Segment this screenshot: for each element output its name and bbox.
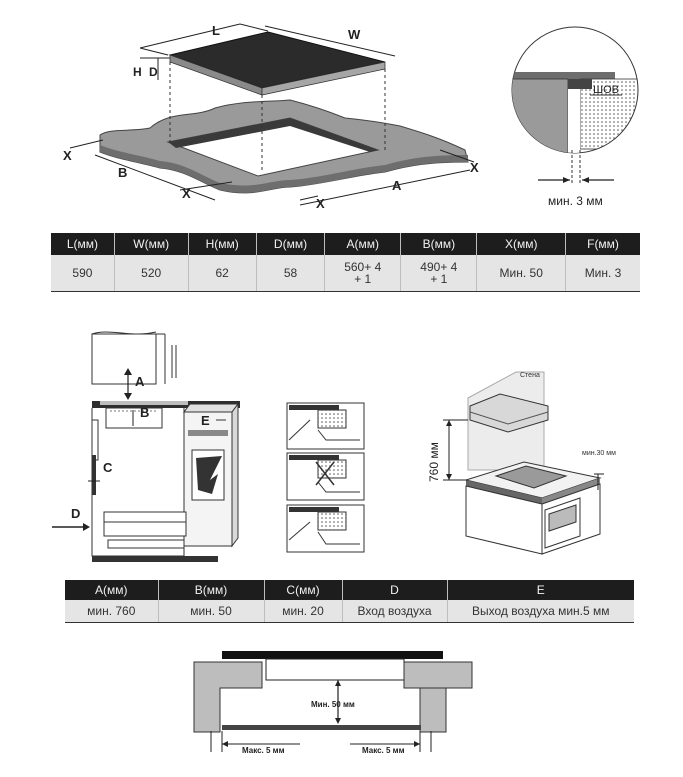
hob-glass — [222, 651, 443, 659]
header-X: X(мм) — [476, 233, 567, 255]
dim-X-left: X — [63, 148, 72, 163]
header-E: E — [447, 580, 634, 600]
hood — [469, 393, 549, 433]
side-gap-label: мин.30 мм — [582, 450, 616, 457]
header-F: F(мм) — [565, 233, 640, 255]
header-B: B(мм) — [158, 580, 265, 600]
hob-body — [265, 658, 405, 681]
value-E: Выход воздуха мин.5 мм — [447, 600, 634, 623]
header-C: C(мм) — [264, 580, 343, 600]
table-header-row: A(мм) B(мм) C(мм) D E — [65, 580, 634, 600]
label-C: C — [103, 460, 113, 475]
value-A: мин. 760 — [65, 600, 159, 623]
value-D: 58 — [256, 255, 326, 292]
max-gap-right: Макс. 5 мм — [362, 746, 405, 755]
label-A: A — [135, 374, 145, 389]
seam-label: ШОВ — [593, 84, 619, 96]
value-L: 590 — [51, 255, 115, 292]
vent-panel-1 — [286, 402, 365, 450]
upper-cabinet — [91, 333, 157, 385]
value-H: 62 — [188, 255, 257, 292]
header-A: A(мм) — [65, 580, 159, 600]
bottom-shelf — [222, 725, 421, 730]
label-D: D — [71, 506, 80, 521]
value-A: 560+ 4 + 1 — [324, 255, 402, 292]
height-label: 760 мм — [427, 442, 441, 482]
dim-W: W — [348, 27, 361, 42]
vent-panel-3 — [286, 504, 365, 553]
dimensions-table: L(мм) W(мм) H(мм) D(мм) A(мм) B(мм) X(мм… — [51, 233, 640, 292]
gap-label: мин. 3 мм — [548, 194, 603, 208]
table-row: 590 520 62 58 560+ 4 + 1 490+ 4 + 1 Мин.… — [51, 255, 640, 292]
installation-table: A(мм) B(мм) C(мм) D E мин. 760 мин. 50 м… — [65, 580, 634, 623]
label-B: B — [140, 405, 149, 420]
value-W: 520 — [114, 255, 189, 292]
header-A: A(мм) — [324, 233, 402, 255]
value-F: Мин. 3 — [565, 255, 640, 292]
value-B: мин. 50 — [158, 600, 265, 623]
vent-panel-2 — [286, 452, 365, 501]
label-E: E — [201, 413, 210, 428]
value-B: 490+ 4 + 1 — [400, 255, 478, 292]
dim-D: D — [149, 65, 158, 79]
table-header-row: L(мм) W(мм) H(мм) D(мм) A(мм) B(мм) X(мм… — [51, 233, 640, 255]
worktop-left — [193, 661, 263, 733]
min-gap-label: Мин. 50 мм — [311, 700, 355, 709]
header-W: W(мм) — [114, 233, 189, 255]
value-C: мин. 20 — [264, 600, 343, 623]
dim-A: A — [392, 178, 402, 193]
dim-H: H — [133, 65, 142, 79]
wall-label: Стена — [520, 372, 540, 379]
header-D: D(мм) — [256, 233, 326, 255]
header-L: L(мм) — [51, 233, 115, 255]
dim-X-bottom-left: X — [182, 186, 191, 201]
cross-section-diagram: Мин. 50 мм Макс. 5 мм Макс. 5 мм — [193, 651, 473, 755]
header-D: D — [342, 580, 448, 600]
table-row: мин. 760 мин. 50 мин. 20 Вход воздуха Вы… — [65, 600, 634, 623]
hob-cutout-diagram: L W H D A B X X X X ШОВ мин. 3 мм — [63, 23, 639, 211]
header-B: B(мм) — [400, 233, 478, 255]
dim-X-right: X — [470, 160, 479, 175]
dim-B: B — [118, 165, 127, 180]
dim-X-bottom: X — [316, 196, 325, 211]
dim-L: L — [212, 23, 220, 38]
oven-install-diagram: A B E C D — [52, 331, 616, 562]
header-H: H(мм) — [188, 233, 257, 255]
value-X: Мин. 50 — [476, 255, 567, 292]
max-gap-left: Макс. 5 мм — [242, 746, 285, 755]
value-D: Вход воздуха — [342, 600, 448, 623]
